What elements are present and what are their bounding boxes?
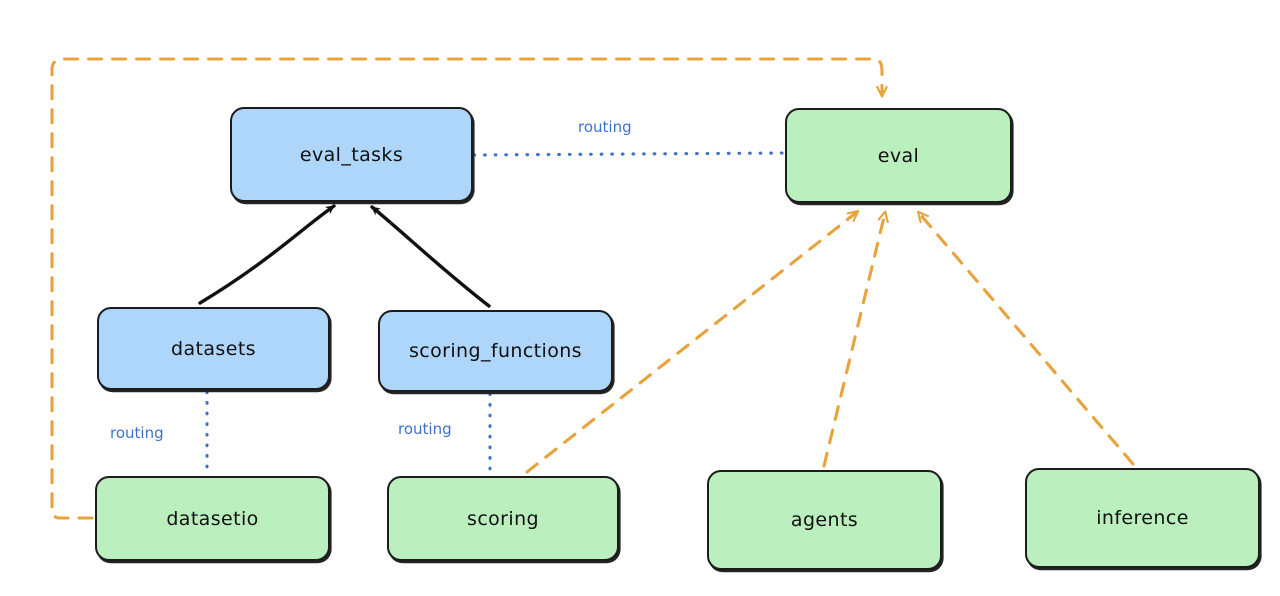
node-datasets[interactable]: datasets [97, 307, 330, 390]
node-label-eval-tasks: eval_tasks [299, 143, 404, 166]
solid-edges [198, 204, 491, 308]
node-label-agents: agents [790, 509, 859, 531]
node-label-inference: inference [1096, 507, 1189, 529]
edge-datasetio-to-eval [50, 57, 882, 520]
edge-agents-to-eval [822, 213, 885, 468]
node-label-eval: eval [877, 144, 920, 167]
edge-datasets-to-eval_tasks [198, 204, 336, 305]
node-label-scoring-functions: scoring_functions [409, 340, 582, 362]
edge-scoring-to-eval [525, 212, 857, 474]
node-datasetio[interactable]: datasetio [95, 476, 330, 561]
node-label-datasets: datasets [171, 337, 256, 360]
node-eval-tasks[interactable]: eval_tasks [230, 107, 473, 202]
node-inference[interactable]: inference [1025, 468, 1260, 568]
routing-edges [205, 151, 786, 476]
edge-label-routing-scoring-functions-scoring: routing [398, 420, 452, 438]
node-label-scoring: scoring [467, 507, 539, 530]
node-agents[interactable]: agents [707, 470, 942, 570]
node-eval[interactable]: eval [785, 108, 1012, 203]
edge-inference-to-eval [919, 213, 1135, 466]
node-scoring-functions[interactable]: scoring_functions [378, 310, 613, 392]
node-scoring[interactable]: scoring [387, 476, 619, 561]
edge-label-routing-datasets-datasetio: routing [110, 424, 164, 442]
edge-scoring_functions-to-eval_tasks [370, 205, 491, 308]
node-label-datasetio: datasetio [166, 507, 259, 530]
edge-label-routing-eval-tasks-eval: routing [578, 118, 632, 136]
edge-eval_tasks-to-eval [472, 151, 786, 157]
dependency-edges [50, 57, 1135, 520]
